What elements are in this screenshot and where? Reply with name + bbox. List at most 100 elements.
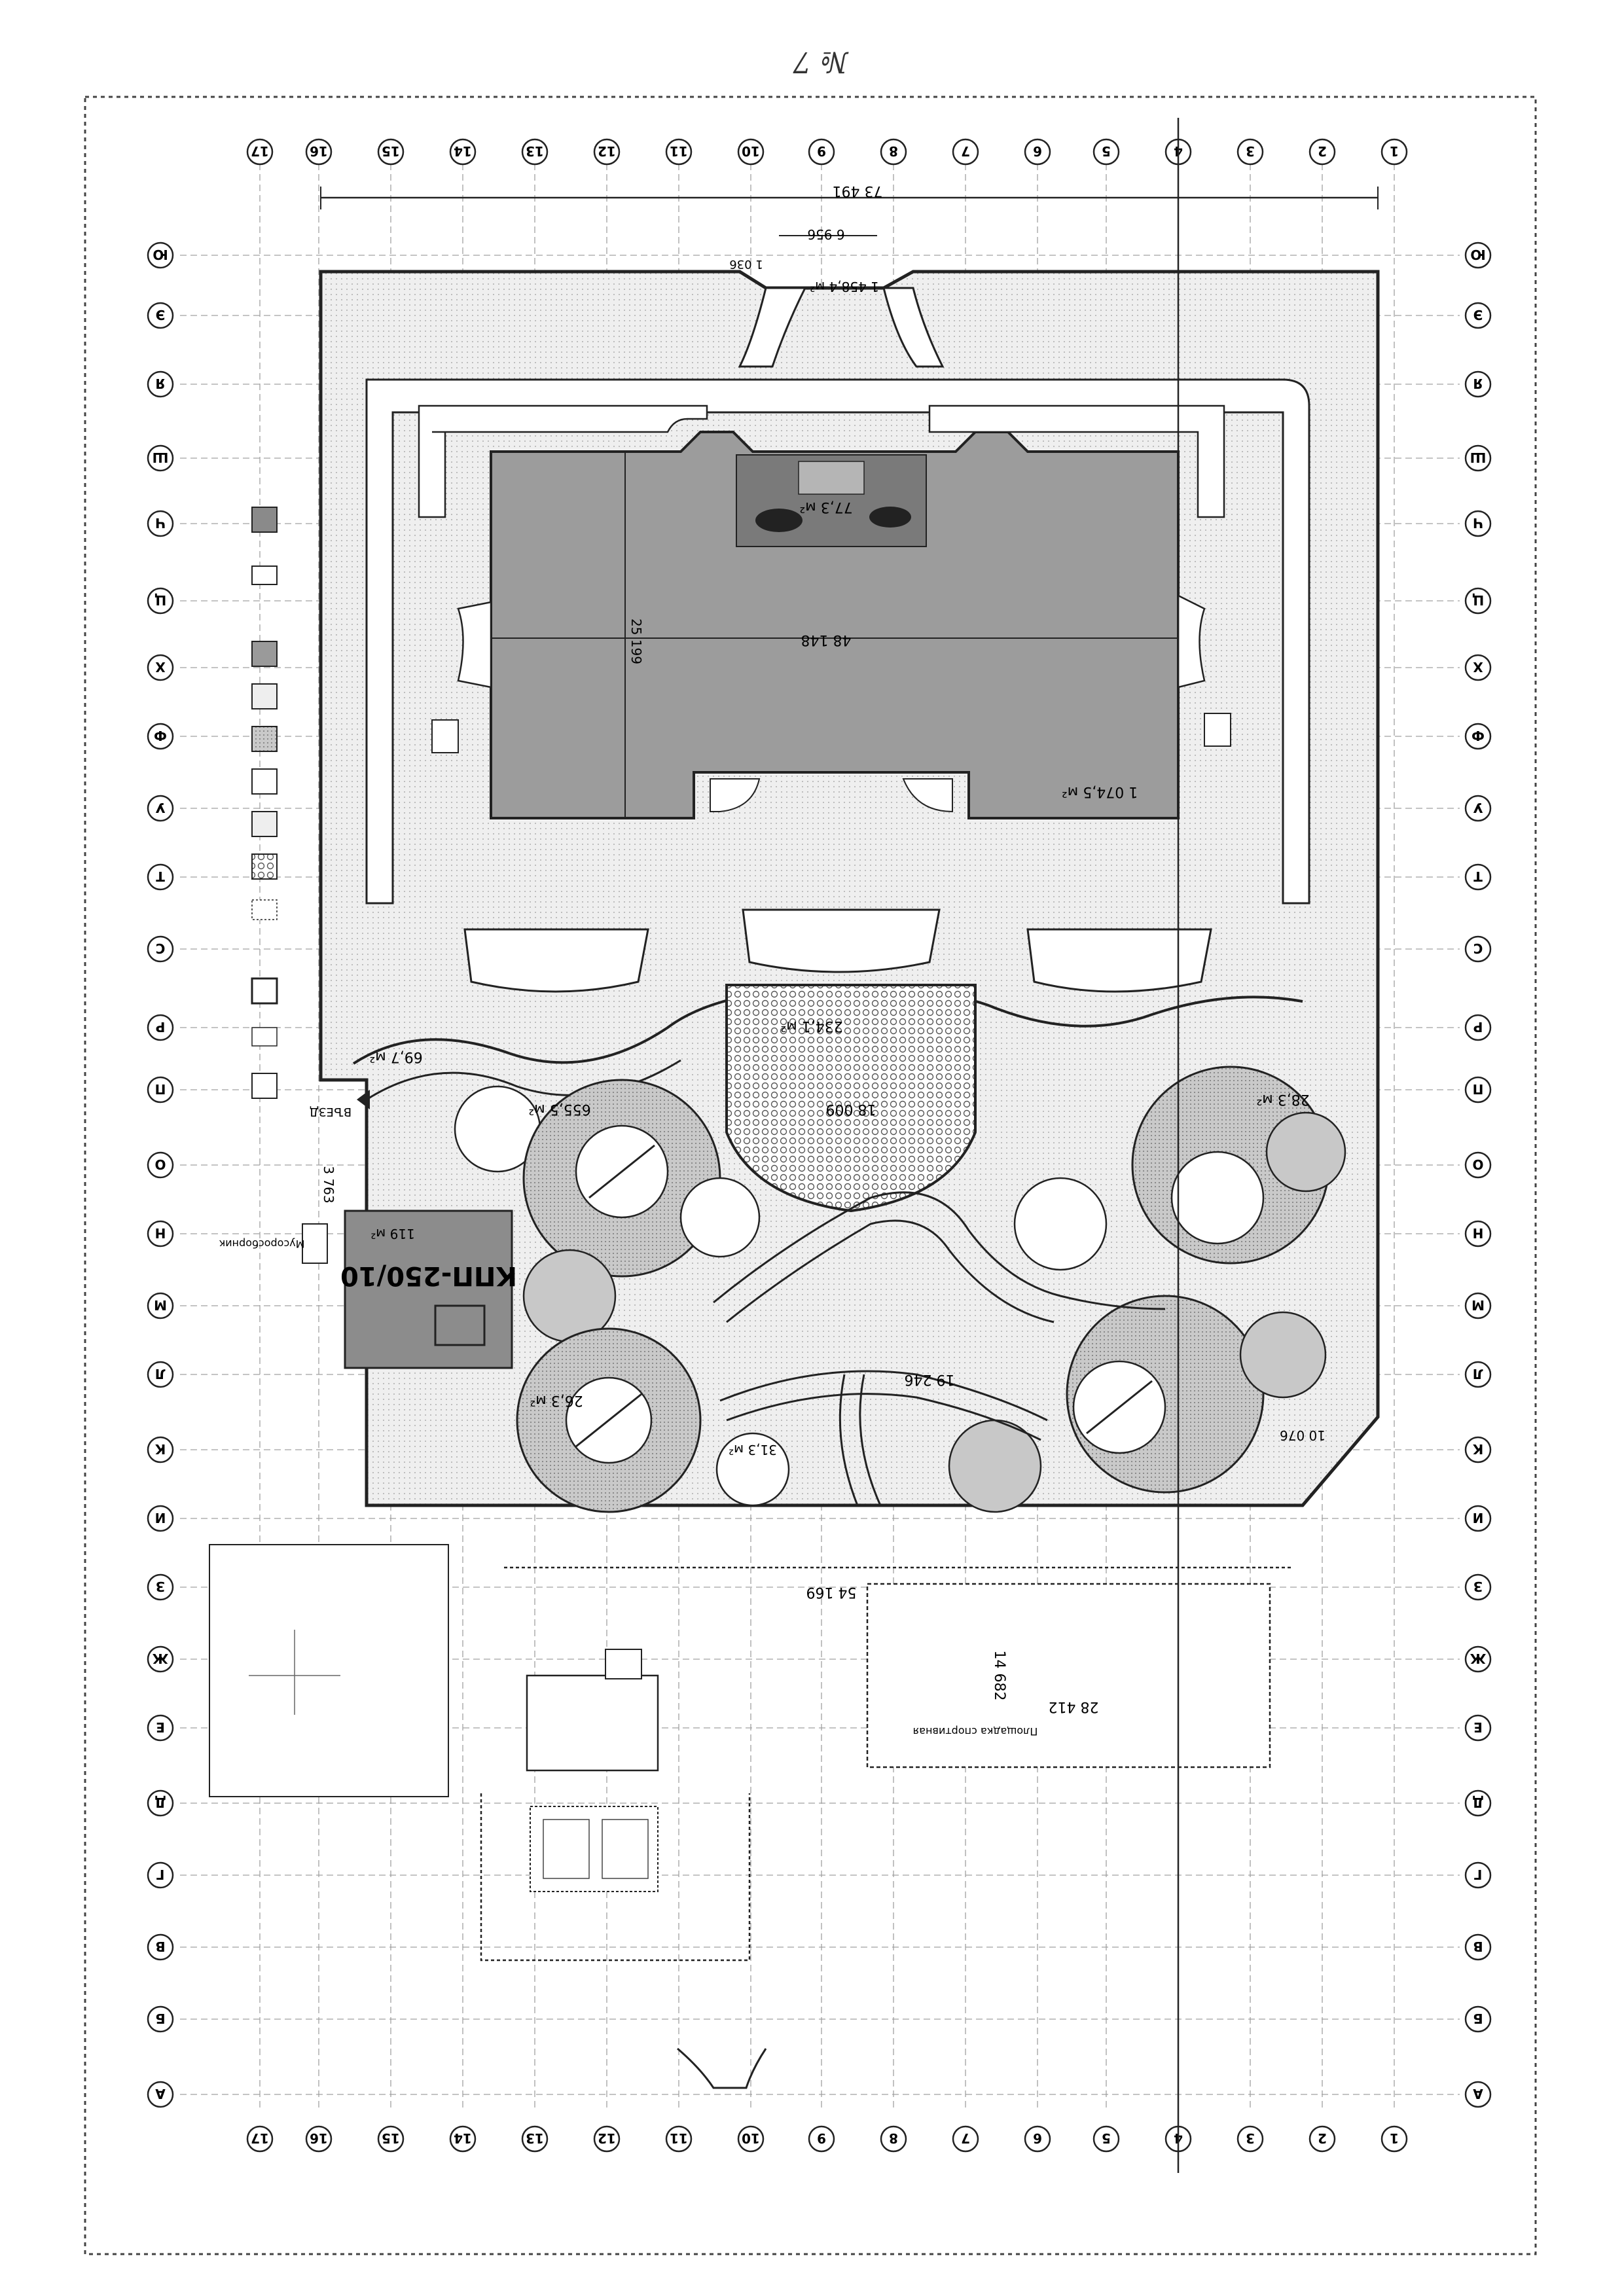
axis-left-В-label: В xyxy=(155,1939,165,1954)
kpp-building: КПП-250/10 119 м² Мусоросборник 3 763 ВЪ… xyxy=(219,1090,517,1369)
kpp-area-label: 119 м² xyxy=(370,1226,415,1242)
axis-right-А-label: А xyxy=(1473,2086,1483,2102)
axis-right-Ф-label: Ф xyxy=(1471,728,1485,744)
axis-left-К: К xyxy=(147,1436,174,1463)
axis-bottom-12: 12 xyxy=(593,2125,621,2153)
axis-left-Х-label: Х xyxy=(155,659,166,675)
axis-left-Ж-label: Ж xyxy=(152,1651,168,1666)
axis-right-К-label: К xyxy=(1472,1441,1483,1457)
axis-bottom-9-label: 9 xyxy=(817,2130,826,2146)
axis-top-2-label: 2 xyxy=(1318,143,1327,159)
axis-bottom-6-label: 6 xyxy=(1033,2130,1042,2146)
left-dim-label: 3 763 xyxy=(321,1166,336,1203)
axis-top-9-label: 9 xyxy=(817,143,826,159)
axis-left-Д-label: Д xyxy=(154,1795,166,1810)
axis-bottom-6: 6 xyxy=(1024,2125,1051,2153)
garden-area-left-label: 655,5 м² xyxy=(528,1101,590,1117)
axis-left-Ч: Ч xyxy=(147,510,174,537)
axis-right-Н: Н xyxy=(1464,1220,1492,1247)
overall-dimension: 73 491 xyxy=(320,183,1379,209)
inner-path-right xyxy=(928,404,1225,518)
axis-left-Э: Э xyxy=(147,302,174,329)
inner-path-left xyxy=(418,404,708,518)
axis-bottom-8-label: 8 xyxy=(889,2130,898,2146)
axis-right-З-label: З xyxy=(1473,1579,1483,1594)
axis-left-Ю: Ю xyxy=(147,242,174,269)
axis-bottom-11: 11 xyxy=(665,2125,693,2153)
axis-right-Г-label: Г xyxy=(1473,1867,1482,1882)
axis-top-13: 13 xyxy=(521,138,549,166)
axis-left-У-label: У xyxy=(155,800,165,816)
axis-left-Б-label: Б xyxy=(155,2011,165,2026)
axis-left-Т: Т xyxy=(147,863,174,891)
axis-right-С: С xyxy=(1464,935,1492,963)
axis-left-Ж: Ж xyxy=(147,1645,174,1673)
axis-left-У: У xyxy=(147,795,174,822)
axis-right-Р-label: Р xyxy=(1473,1019,1483,1035)
court-width-label: 28 412 xyxy=(1049,1698,1099,1715)
axis-left-Ц: Ц xyxy=(147,587,174,615)
axis-top-14: 14 xyxy=(449,138,477,166)
axis-bottom-2-label: 2 xyxy=(1318,2130,1327,2146)
axis-right-Ш: Ш xyxy=(1464,444,1492,472)
axis-left-Л: Л xyxy=(147,1361,174,1388)
axis-right-Ю: Ю xyxy=(1464,242,1492,269)
axis-right-Г: Г xyxy=(1464,1861,1492,1889)
axis-right-Э: Э xyxy=(1464,302,1492,329)
axis-top-6: 6 xyxy=(1024,138,1051,166)
axis-left-Ш-label: Ш xyxy=(153,450,169,465)
axis-left-Э-label: Э xyxy=(156,307,166,323)
handwritten-mark: № 7 xyxy=(793,45,849,79)
axis-top-15-label: 15 xyxy=(382,143,400,159)
playground-dim-label: 18 009 xyxy=(826,1101,876,1117)
sports-court xyxy=(866,1583,1271,1768)
axis-left-З-label: З xyxy=(156,1579,165,1594)
axis-right-О-label: О xyxy=(1472,1157,1483,1172)
axis-right-Е-label: Е xyxy=(1473,1719,1483,1735)
axis-top-16: 16 xyxy=(305,138,333,166)
axis-right-Ч: Ч xyxy=(1464,510,1492,537)
axis-top-11-label: 11 xyxy=(670,143,688,159)
axis-top-5-label: 5 xyxy=(1102,143,1111,159)
axis-right-Ж: Ж xyxy=(1464,1645,1492,1673)
axis-bottom-2: 2 xyxy=(1308,2125,1336,2153)
garden-circles: 655,5 м² 69,7 м² 28,3 м² 26,3 м² 31,3 м² xyxy=(369,1049,1346,1513)
lower-area: 54 169 28 412 14 682 Площадка спортивная xyxy=(209,1544,1293,2089)
axis-bottom-7-label: 7 xyxy=(961,2130,970,2146)
axis-top-1: 1 xyxy=(1380,138,1408,166)
lower-width-label: 54 169 xyxy=(806,1584,857,1600)
axis-right-Х: Х xyxy=(1464,654,1492,681)
axis-left-Д: Д xyxy=(147,1789,174,1817)
axis-top-7-label: 7 xyxy=(961,143,970,159)
axis-right-Л: Л xyxy=(1464,1361,1492,1388)
axis-top-8-label: 8 xyxy=(889,143,898,159)
axis-right-Х-label: Х xyxy=(1473,659,1483,675)
axis-left-К-label: К xyxy=(154,1441,166,1457)
axis-right-У: У xyxy=(1464,795,1492,822)
axis-top-12-label: 12 xyxy=(598,143,616,159)
axis-left-З: З xyxy=(147,1573,174,1601)
axis-bottom-17: 17 xyxy=(246,2125,274,2153)
kpp-label: КПП-250/10 xyxy=(340,1261,517,1291)
axis-bottom-8: 8 xyxy=(880,2125,907,2153)
axis-right-Ц: Ц xyxy=(1464,587,1492,615)
axis-right-Е: Е xyxy=(1464,1714,1492,1742)
axis-top-5: 5 xyxy=(1092,138,1120,166)
axis-bottom-13: 13 xyxy=(521,2125,549,2153)
entry-width-label: 6 956 xyxy=(807,226,844,242)
axis-right-И-label: И xyxy=(1473,1510,1484,1526)
axis-top-3: 3 xyxy=(1236,138,1264,166)
building-depth-label: 25 199 xyxy=(628,619,644,664)
axis-right-У-label: У xyxy=(1473,800,1483,816)
axis-right-Ф: Ф xyxy=(1464,723,1492,750)
axis-right-П: П xyxy=(1464,1076,1492,1103)
axis-right-А: А xyxy=(1464,2081,1492,2108)
axis-left-М-label: М xyxy=(154,1297,167,1313)
entry-small-label: 1 036 xyxy=(729,257,763,271)
axis-right-Б: Б xyxy=(1464,2005,1492,2033)
axis-top-3-label: 3 xyxy=(1246,143,1255,159)
axis-left-Г-label: Г xyxy=(156,1867,164,1882)
terrace-area-label: 77,3 м² xyxy=(799,499,852,515)
axis-left-П: П xyxy=(147,1076,174,1103)
axis-top-12: 12 xyxy=(593,138,621,166)
